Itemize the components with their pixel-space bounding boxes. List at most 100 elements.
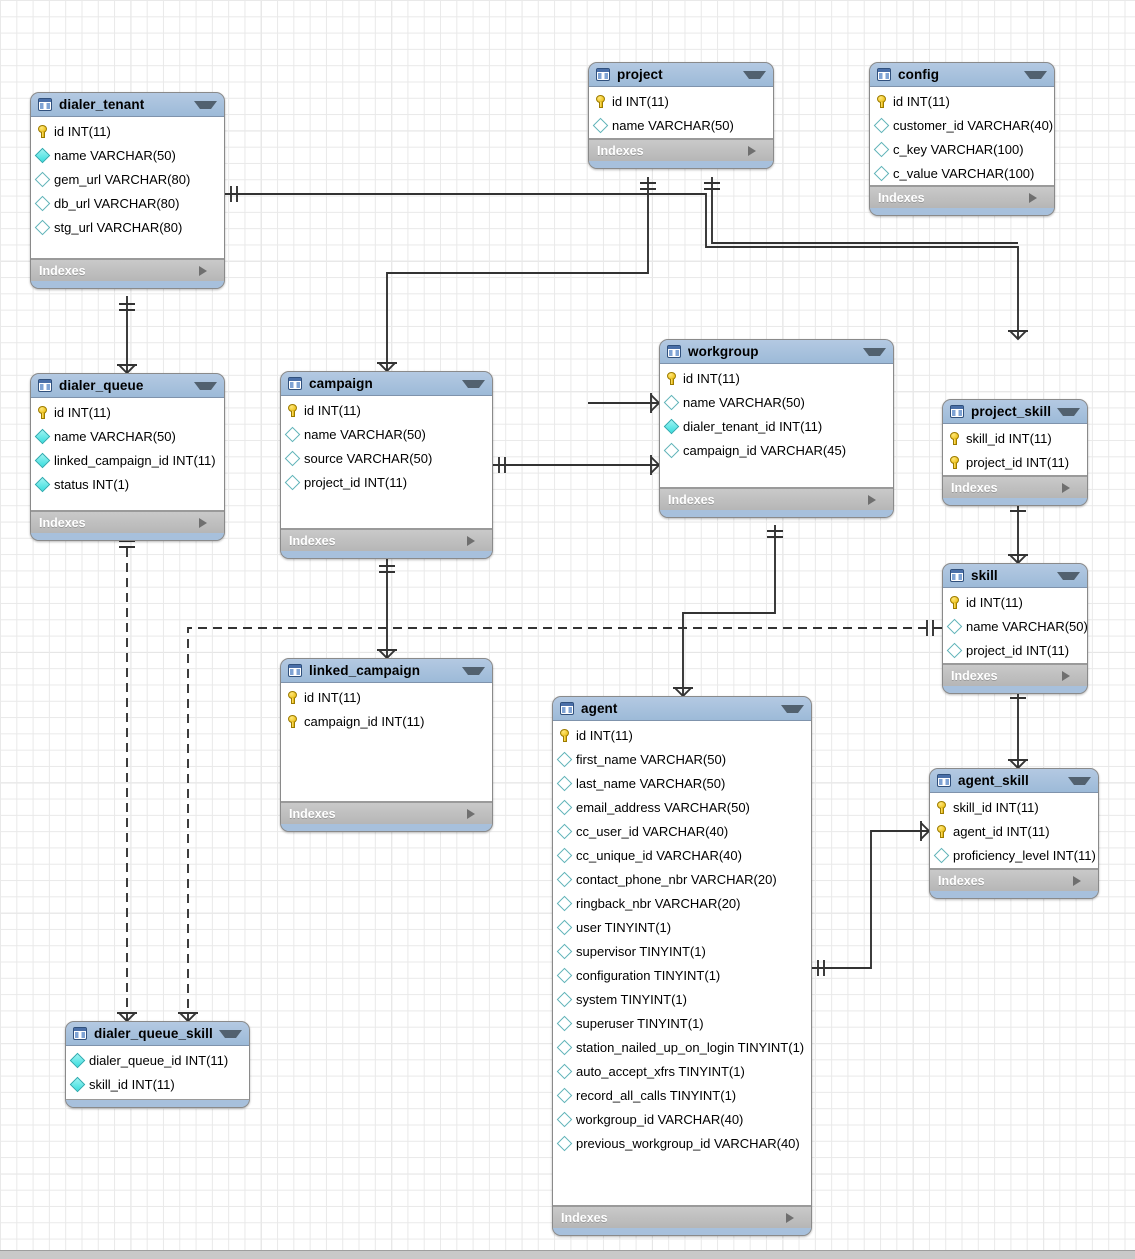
column-row[interactable]: cc_user_id VARCHAR(40) [553,819,811,843]
column-row[interactable]: campaign_id VARCHAR(45) [660,438,893,462]
column-row[interactable]: id INT(11) [31,119,224,143]
column-row[interactable]: cc_unique_id VARCHAR(40) [553,843,811,867]
column-row[interactable]: project_id INT(11) [943,450,1087,474]
column-row[interactable]: customer_id VARCHAR(40) [870,113,1054,137]
column-row[interactable]: id INT(11) [553,723,811,747]
column-row[interactable]: name VARCHAR(50) [943,614,1087,638]
table-header-workgroup[interactable]: workgroup [660,340,893,364]
table-header-agent_skill[interactable]: agent_skill [930,769,1098,793]
column-row[interactable]: auto_accept_xfrs TINYINT(1) [553,1059,811,1083]
chevron-down-icon[interactable] [1068,776,1091,785]
indexes-section-skill[interactable]: Indexes [943,664,1087,686]
indexes-section-agent[interactable]: Indexes [553,1206,811,1228]
table-header-dialer_queue[interactable]: dialer_queue [31,374,224,398]
column-row[interactable]: name VARCHAR(50) [589,113,773,137]
column-row[interactable]: email_address VARCHAR(50) [553,795,811,819]
column-row[interactable]: agent_id INT(11) [930,819,1098,843]
column-row[interactable]: id INT(11) [943,590,1087,614]
column-row[interactable]: status INT(1) [31,472,224,496]
chevron-right-icon[interactable] [868,494,885,505]
chevron-right-icon[interactable] [1062,670,1079,681]
column-row[interactable]: id INT(11) [281,398,492,422]
column-row[interactable]: workgroup_id VARCHAR(40) [553,1107,811,1131]
chevron-right-icon[interactable] [467,535,484,546]
column-row[interactable]: dialer_tenant_id INT(11) [660,414,893,438]
chevron-right-icon[interactable] [1029,192,1046,203]
chevron-down-icon[interactable] [194,100,217,109]
indexes-section-campaign[interactable]: Indexes [281,529,492,551]
column-row[interactable]: stg_url VARCHAR(80) [31,215,224,239]
chevron-down-icon[interactable] [863,347,886,356]
column-row[interactable]: source VARCHAR(50) [281,446,492,470]
horizontal-scrollbar[interactable] [0,1250,1135,1259]
column-row[interactable]: configuration TINYINT(1) [553,963,811,987]
column-row[interactable]: id INT(11) [589,89,773,113]
column-row[interactable]: previous_workgroup_id VARCHAR(40) [553,1131,811,1155]
column-row[interactable]: dialer_queue_id INT(11) [66,1048,249,1072]
column-row[interactable]: station_nailed_up_on_login TINYINT(1) [553,1035,811,1059]
indexes-section-project_skill[interactable]: Indexes [943,476,1087,498]
column-row[interactable]: name VARCHAR(50) [31,143,224,167]
chevron-right-icon[interactable] [467,808,484,819]
table-header-agent[interactable]: agent [553,697,811,721]
chevron-down-icon[interactable] [194,381,217,390]
chevron-right-icon[interactable] [1073,875,1090,886]
column-row[interactable]: id INT(11) [281,685,492,709]
column-row[interactable]: db_url VARCHAR(80) [31,191,224,215]
chevron-down-icon[interactable] [1024,70,1047,79]
column-row[interactable]: id INT(11) [31,400,224,424]
column-row[interactable]: last_name VARCHAR(50) [553,771,811,795]
indexes-section-config[interactable]: Indexes [870,186,1054,208]
column-row[interactable]: supervisor TINYINT(1) [553,939,811,963]
column-row[interactable]: skill_id INT(11) [930,795,1098,819]
chevron-down-icon[interactable] [743,70,766,79]
indexes-section-workgroup[interactable]: Indexes [660,488,893,510]
chevron-right-icon[interactable] [748,145,765,156]
chevron-down-icon[interactable] [781,704,804,713]
column-row[interactable]: id INT(11) [660,366,893,390]
table-header-project_skill[interactable]: project_skill [943,400,1087,424]
column-row[interactable]: name VARCHAR(50) [281,422,492,446]
indexes-section-dialer_queue[interactable]: Indexes [31,511,224,533]
chevron-down-icon[interactable] [219,1029,242,1038]
indexes-section-dialer_tenant[interactable]: Indexes [31,259,224,281]
chevron-right-icon[interactable] [199,265,216,276]
chevron-right-icon[interactable] [1062,482,1079,493]
chevron-right-icon[interactable] [199,517,216,528]
table-header-dialer_tenant[interactable]: dialer_tenant [31,93,224,117]
column-row[interactable]: name VARCHAR(50) [31,424,224,448]
column-row[interactable]: c_key VARCHAR(100) [870,137,1054,161]
chevron-right-icon[interactable] [786,1212,803,1223]
chevron-down-icon[interactable] [1057,571,1080,580]
column-row[interactable]: c_value VARCHAR(100) [870,161,1054,185]
table-header-config[interactable]: config [870,63,1054,87]
column-row[interactable]: project_id INT(11) [281,470,492,494]
column-row[interactable]: campaign_id INT(11) [281,709,492,733]
table-header-linked_campaign[interactable]: linked_campaign [281,659,492,683]
indexes-section-linked_campaign[interactable]: Indexes [281,802,492,824]
indexes-section-project[interactable]: Indexes [589,139,773,161]
column-row[interactable]: id INT(11) [870,89,1054,113]
column-row[interactable]: project_id INT(11) [943,638,1087,662]
column-row[interactable]: system TINYINT(1) [553,987,811,1011]
column-row[interactable]: gem_url VARCHAR(80) [31,167,224,191]
column-row[interactable]: linked_campaign_id INT(11) [31,448,224,472]
column-row[interactable]: superuser TINYINT(1) [553,1011,811,1035]
column-row[interactable]: record_all_calls TINYINT(1) [553,1083,811,1107]
chevron-down-icon[interactable] [462,666,485,675]
table-header-project[interactable]: project [589,63,773,87]
column-row[interactable]: ringback_nbr VARCHAR(20) [553,891,811,915]
chevron-down-icon[interactable] [1057,407,1081,416]
table-header-skill[interactable]: skill [943,564,1087,588]
